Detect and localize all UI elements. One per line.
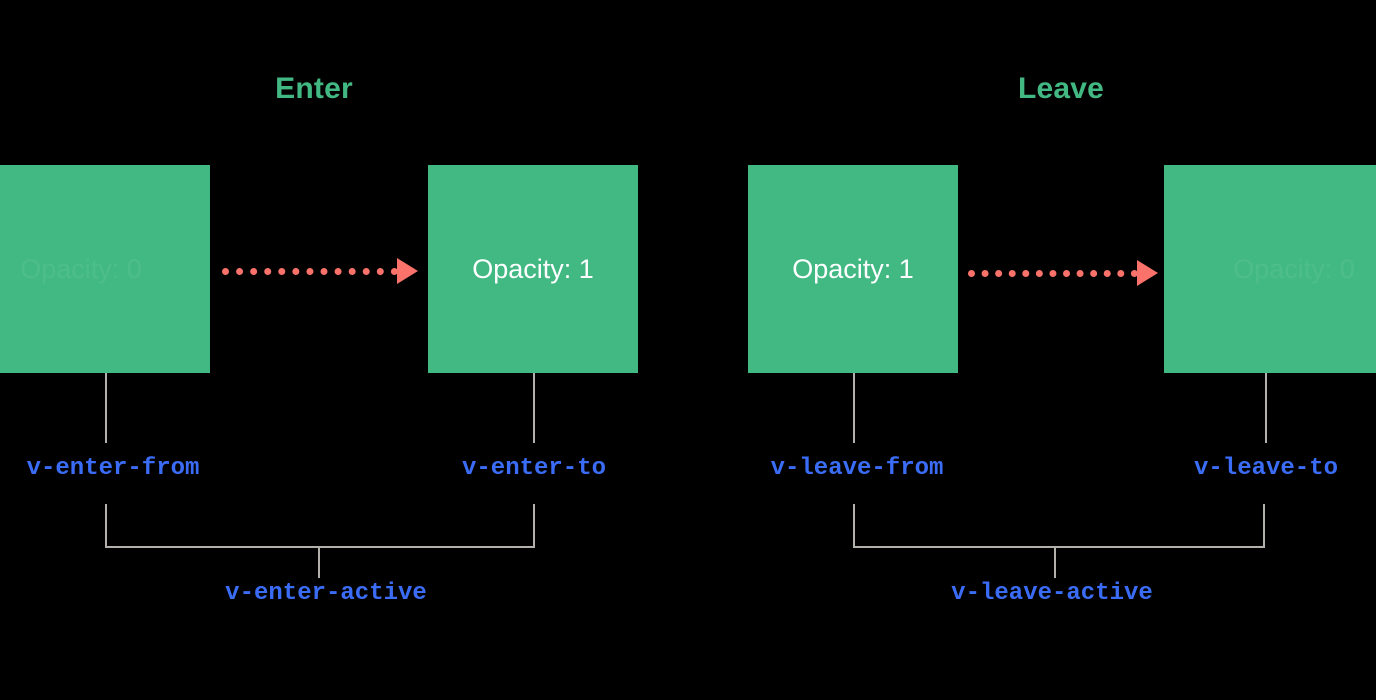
leave-start-box: Opacity: 1 [748, 165, 958, 373]
enter-end-box: Opacity: 1 [428, 165, 638, 373]
leave-end-box: Opacity: 0 [1164, 165, 1376, 373]
leave-from-leader-line [853, 373, 855, 443]
section-title-leave: Leave [1017, 72, 1105, 105]
enter-to-leader-line [533, 373, 535, 443]
enter-start-box: Opacity: 0 [0, 165, 210, 373]
enter-transition-arrow [222, 258, 418, 284]
enter-arrow-head-icon [397, 258, 418, 284]
class-label-v-leave-active: v-leave-active [951, 580, 1153, 607]
enter-start-box-label: Opacity: 0 [20, 253, 142, 284]
enter-arrow-dashed-line [222, 267, 398, 275]
leave-arrow-head-icon [1137, 260, 1158, 286]
leave-start-box-label: Opacity: 1 [792, 253, 914, 284]
section-title-enter: Enter [275, 72, 353, 105]
class-label-v-leave-to: v-leave-to [1193, 455, 1339, 482]
class-label-v-enter-active: v-enter-active [225, 580, 427, 607]
enter-end-box-label: Opacity: 1 [472, 253, 594, 284]
leave-arrow-dashed-line [968, 269, 1138, 277]
enter-from-leader-line [105, 373, 107, 443]
leave-end-box-label: Opacity: 0 [1233, 253, 1355, 284]
enter-active-leader-line [318, 546, 320, 578]
class-label-v-enter-from: v-enter-from [26, 455, 200, 482]
leave-transition-arrow [968, 260, 1158, 286]
enter-active-bracket [105, 504, 535, 548]
class-label-v-enter-to: v-enter-to [461, 455, 607, 482]
leave-active-leader-line [1054, 546, 1056, 578]
leave-to-leader-line [1265, 373, 1267, 443]
class-label-v-leave-from: v-leave-from [770, 455, 944, 482]
leave-active-bracket [853, 504, 1265, 548]
